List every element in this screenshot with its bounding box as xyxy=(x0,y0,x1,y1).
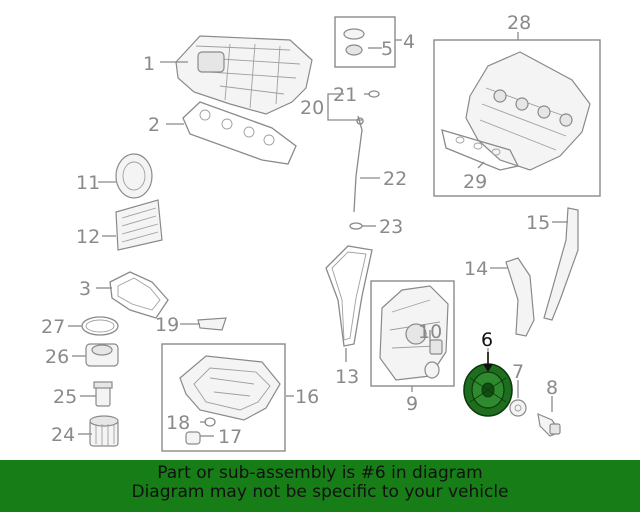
part-13-timing-chain[interactable] xyxy=(325,245,373,347)
callout-27[interactable]: 27 xyxy=(41,316,65,338)
callout-6-arrowhead xyxy=(483,364,493,372)
banner-line-2: Diagram may not be specific to your vehi… xyxy=(131,482,509,502)
callout-23[interactable]: 23 xyxy=(379,216,403,238)
part-8-pulley-bolt[interactable] xyxy=(537,413,561,437)
callout-29[interactable]: 29 xyxy=(463,171,487,193)
part-29-manifold-gasket[interactable] xyxy=(441,129,519,171)
callout-19[interactable]: 19 xyxy=(155,314,179,336)
part-19-sensor[interactable] xyxy=(197,317,227,331)
callout-3[interactable]: 3 xyxy=(79,278,91,300)
callout-13[interactable]: 13 xyxy=(335,366,359,388)
callout-18[interactable]: 18 xyxy=(166,412,190,434)
callout-8[interactable]: 8 xyxy=(546,377,558,399)
part-2-valve-cover-gasket[interactable] xyxy=(182,101,297,165)
callout-28[interactable]: 28 xyxy=(507,12,531,34)
callout-10[interactable]: 10 xyxy=(418,321,442,343)
callout-25[interactable]: 25 xyxy=(53,386,77,408)
part-15-chain-guide[interactable] xyxy=(543,207,579,321)
group-box-28 xyxy=(433,39,601,197)
callout-4[interactable]: 4 xyxy=(403,31,415,53)
callout-17[interactable]: 17 xyxy=(218,426,242,448)
callout-7[interactable]: 7 xyxy=(512,361,524,383)
callout-12[interactable]: 12 xyxy=(76,226,100,248)
part-18-washer[interactable] xyxy=(204,417,216,427)
part-3-gasket[interactable] xyxy=(109,271,169,319)
part-7-washer[interactable] xyxy=(509,399,527,417)
leader-29 xyxy=(477,161,485,169)
callout-5[interactable]: 5 xyxy=(381,38,393,60)
callout-20[interactable]: 20 xyxy=(300,97,324,119)
parts-diagram: 1 2 3 4 5 6 7 8 9 10 11 12 13 14 15 16 1… xyxy=(41,12,601,452)
part-17-drain-plug[interactable] xyxy=(185,431,201,445)
part-10-oil-seal[interactable] xyxy=(424,339,443,379)
callout-15[interactable]: 15 xyxy=(526,212,550,234)
part-11-oil-seal[interactable] xyxy=(115,153,153,199)
group-box-4 xyxy=(334,16,396,68)
part-27-o-ring[interactable] xyxy=(81,316,119,336)
group-box-16 xyxy=(161,343,286,452)
callout-16[interactable]: 16 xyxy=(295,386,319,408)
part-23-o-ring[interactable] xyxy=(349,222,363,230)
callout-14[interactable]: 14 xyxy=(464,258,488,280)
callout-21[interactable]: 21 xyxy=(333,84,357,106)
callout-24[interactable]: 24 xyxy=(51,424,75,446)
part-14-chain-tensioner-arm[interactable] xyxy=(505,257,535,337)
callout-22[interactable]: 22 xyxy=(383,168,407,190)
banner-line-1: Part or sub-assembly is #6 in diagram xyxy=(157,463,483,483)
part-25-fitting[interactable] xyxy=(93,381,113,407)
callout-9[interactable]: 9 xyxy=(406,393,418,415)
callout-1[interactable]: 1 xyxy=(143,53,155,75)
part-28-intake-manifold[interactable] xyxy=(465,51,591,171)
callout-2[interactable]: 2 xyxy=(148,114,160,136)
part-22-dipstick-tube[interactable] xyxy=(353,115,364,213)
part-12-cover[interactable] xyxy=(115,199,163,251)
callout-26[interactable]: 26 xyxy=(45,346,69,368)
part-24-oil-filter[interactable] xyxy=(89,415,119,447)
part-6-crankshaft-pulley[interactable] xyxy=(463,363,513,417)
part-21-o-ring[interactable] xyxy=(368,90,380,98)
info-banner: Part or sub-assembly is #6 in diagram Di… xyxy=(0,460,640,512)
part-16-oil-pan[interactable] xyxy=(179,355,281,421)
callout-11[interactable]: 11 xyxy=(76,172,100,194)
part-1-cylinder-head-cover[interactable] xyxy=(175,35,313,115)
part-5-oil-cap[interactable] xyxy=(343,28,365,56)
callout-6[interactable]: 6 xyxy=(481,329,493,351)
bracket-20 xyxy=(327,93,362,121)
part-9-timing-cover[interactable] xyxy=(379,285,449,381)
part-26-oil-cooler[interactable] xyxy=(85,343,119,367)
